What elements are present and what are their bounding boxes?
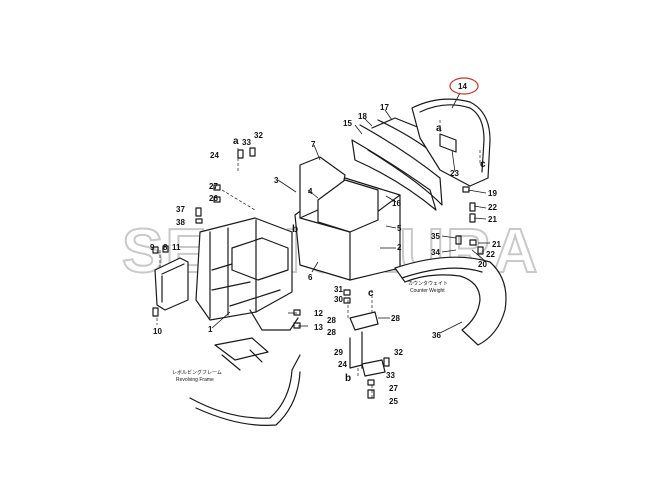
callout-5: 5 [397,224,402,233]
callout-3: 3 [274,176,279,185]
callout-30: 30 [334,295,343,304]
callout-19: 19 [488,189,497,198]
callout-28-c: 28 [327,328,336,337]
callout-23: 23 [450,169,459,178]
callout-21-a: 21 [488,215,497,224]
callout-10: 10 [153,327,162,336]
counter-weight-top [401,267,483,279]
callout-28-a: 28 [391,314,400,323]
callout-15: 15 [343,119,352,128]
callout-25: 25 [389,397,398,406]
callout-29: 29 [334,348,343,357]
counter-weight [394,256,507,346]
callout-31: 31 [334,285,343,294]
panel-16 [359,124,443,206]
bracket-24-lower [361,359,386,377]
callout-33-a: 33 [242,138,251,147]
callout-36: 36 [432,331,441,340]
callout-16: 16 [392,199,401,208]
revolving-frame-inner [195,371,301,426]
catch-23 [439,133,457,153]
ref-letter-b-2: b [345,373,351,384]
pad-part-11-detail [161,263,185,303]
callout-22-a: 22 [488,203,497,212]
callout-18: 18 [358,112,367,121]
callout-13: 13 [314,323,323,332]
ref-letter-b-1: b [292,224,298,235]
callout-27-b: 27 [389,384,398,393]
callout-28-b: 28 [327,316,336,325]
revolving-frame-label-jp: レボルビングフレーム [172,369,222,376]
ref-letter-c-2: c [368,288,374,299]
callout-21-b: 21 [492,240,501,249]
left-bracket-lines [211,263,281,307]
top-cover-14 [411,98,491,187]
callout-4: 4 [308,187,313,196]
counter-weight-label-jp: カウンタウェイト [408,280,448,287]
callout-38: 38 [176,218,185,227]
left-bracket-body [195,217,293,321]
left-bracket-ribs [209,219,257,319]
callout-9: 9 [150,243,155,252]
callout-6: 6 [308,273,313,282]
callout-32-b: 32 [394,348,403,357]
callout-33-b: 33 [386,371,395,380]
frame-bracket-detail [221,349,263,371]
reference-lines [156,120,481,398]
revolving-frame-label-en: Revolving Frame [176,377,214,383]
bracket-28 [349,311,379,331]
callout-11: 11 [172,243,181,252]
callout-34: 34 [431,248,440,257]
callout-17: 17 [380,103,389,112]
callout-26: 26 [209,194,218,203]
callout-1: 1 [208,325,213,334]
ref-letter-c-1: c [480,159,486,170]
callout-27-a: 27 [209,182,218,191]
leader-lines [211,92,490,334]
callout-37: 37 [176,205,185,214]
callout-8: 8 [163,243,168,252]
callout-32-a: 32 [254,131,263,140]
top-cover-14-inner [419,104,485,173]
callout-12: 12 [314,309,323,318]
callout-24-b: 24 [338,360,347,369]
pad-part-11 [154,257,189,311]
callout-2: 2 [397,243,402,252]
bracket-28-legs [349,331,363,369]
ref-letter-a-2: a [436,123,442,134]
callout-35: 35 [431,232,440,241]
counter-weight-label-en: Counter Weight [410,288,445,294]
left-bracket-box [231,237,289,281]
callout-24-a: 24 [210,151,219,160]
callout-20: 20 [478,260,487,269]
ref-letter-a-1: a [233,136,239,147]
frame-bracket [214,337,269,361]
callout-14: 14 [458,82,467,91]
callout-7: 7 [311,140,316,149]
cover-panel-4 [317,179,379,233]
highlight-ring [449,77,479,95]
revolving-frame-outline [189,354,301,419]
callout-22-b: 22 [486,250,495,259]
